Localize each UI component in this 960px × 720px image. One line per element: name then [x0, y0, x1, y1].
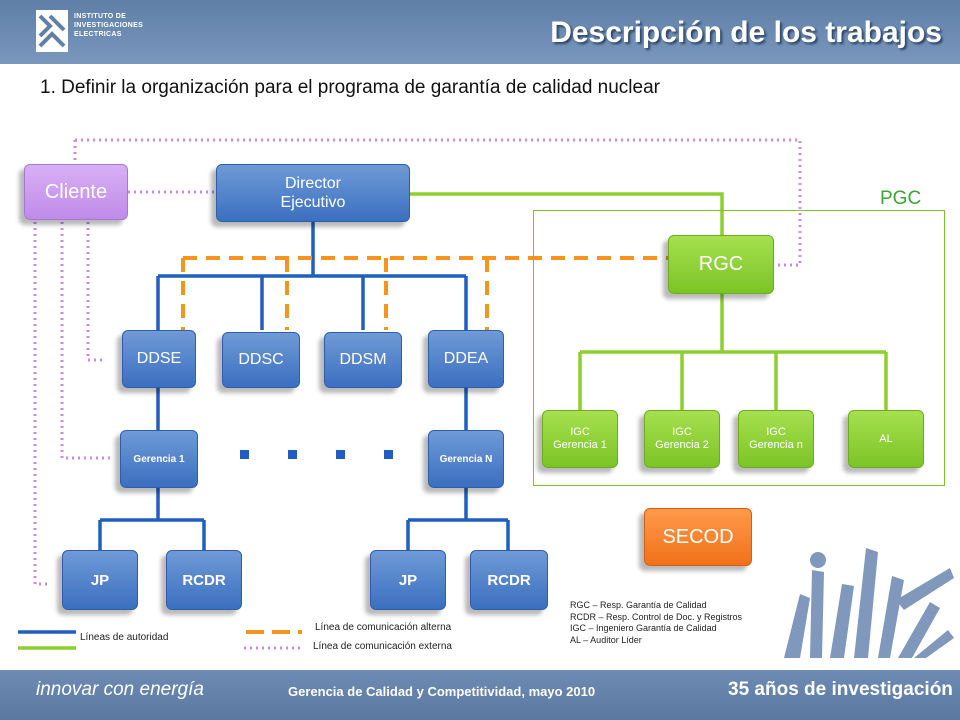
igc-gerencia-1-label-line2: Gerencia 1 [553, 439, 607, 451]
rgc-label: RGC [698, 253, 744, 275]
alternate-communication-lines [181, 256, 668, 330]
legend-external-label: Línea de comunicación externa [313, 641, 452, 652]
ellipsis-dots [240, 450, 393, 459]
igc-gerencia-2-node[interactable]: IGC Gerencia 2 [644, 410, 720, 468]
ddse-label: DDSE [136, 350, 182, 367]
secod-label: SECOD [662, 525, 734, 548]
igc-gerencia-n-label-line2: Gerencia n [749, 439, 803, 451]
authority-lines-green [410, 192, 888, 410]
gerencia-n-label: Gerencia N [439, 453, 493, 465]
igc-gerencia-2-label-line1: IGC [672, 426, 692, 438]
footer-anniversary: 35 años de investigación [728, 679, 953, 700]
director-ejecutivo-node[interactable]: Director Ejecutivo [216, 164, 410, 222]
igc-gerencia-n-label-line1: IGC [766, 426, 786, 438]
jp-right-label: JP [398, 571, 418, 589]
rcdr-left-label: RCDR [182, 571, 226, 589]
igc-gerencia-1-label-line1: IGC [570, 426, 590, 438]
ddea-node[interactable]: DDEA [428, 330, 504, 388]
jp-right-node[interactable]: JP [370, 550, 446, 610]
ddse-node[interactable]: DDSE [122, 330, 196, 388]
authority-lines-blue [98, 222, 510, 550]
jp-left-label: JP [90, 571, 110, 589]
gerencia-n-node[interactable]: Gerencia N [428, 430, 504, 488]
al-node[interactable]: AL [848, 410, 924, 468]
cliente-label: Cliente [44, 180, 108, 203]
logo-line-3: ELECTRICAS [74, 31, 122, 38]
abbreviation-item: RCDR – Resp. Control de Doc. y Registros [570, 611, 743, 622]
rgc-node[interactable]: RGC [668, 235, 774, 294]
pgc-label: PGC [880, 188, 922, 209]
secod-node[interactable]: SECOD [644, 508, 752, 566]
logo-mark-icon [36, 10, 68, 52]
ddsm-label: DDSM [339, 351, 387, 368]
logo-line-2: INVESTIGACIONES [74, 22, 144, 29]
rcdr-left-node[interactable]: RCDR [166, 550, 242, 610]
rcdr-right-label: RCDR [487, 571, 531, 589]
pgc-region [533, 210, 945, 486]
external-communication-lines [33, 138, 802, 586]
institute-logo: INSTITUTO DE INVESTIGACIONES ELECTRICAS [36, 10, 196, 54]
legend-authority-label: Líneas de autoridad [80, 632, 169, 643]
igc-gerencia-2-label-line2: Gerencia 2 [655, 439, 709, 451]
jp-left-node[interactable]: JP [62, 550, 138, 610]
abbreviations-list: RGC – Resp. Garantía de Calidad RCDR – R… [570, 600, 742, 646]
gerencia-1-node[interactable]: Gerencia 1 [120, 430, 198, 488]
footer-credit: Gerencia de Calidad y Competitividad, ma… [288, 684, 596, 699]
abbreviation-item: RGC – Resp. Garantía de Calidad [570, 600, 707, 610]
page-title: Descripción de los trabajos [550, 16, 942, 49]
igc-gerencia-1-node[interactable]: IGC Gerencia 1 [542, 410, 618, 468]
director-label-line2: Ejecutivo [280, 194, 346, 211]
ddea-label: DDEA [443, 350, 489, 367]
slide-subtitle: 1. Definir la organización para el progr… [40, 77, 660, 98]
igc-gerencia-n-node[interactable]: IGC Gerencia n [738, 410, 814, 468]
logo-line-1: INSTITUTO DE [74, 13, 127, 20]
header-bar [0, 0, 960, 64]
ddsm-node[interactable]: DDSM [324, 332, 402, 388]
legend-alternate-label: Línea de comunicación alterna [315, 622, 452, 633]
abbreviation-item: IGC – Ingeniero Garantía de Calidad [570, 623, 717, 633]
logo-text: INSTITUTO DE INVESTIGACIONES ELECTRICAS [74, 12, 143, 39]
legend-swatches [18, 630, 302, 650]
abbreviation-item: AL – Auditor Líder [570, 634, 642, 645]
rcdr-right-node[interactable]: RCDR [470, 550, 548, 610]
director-label-line1: Director [284, 175, 341, 192]
cliente-node[interactable]: Cliente [24, 164, 128, 220]
people-figures-icon [784, 548, 954, 658]
ddsc-node[interactable]: DDSC [222, 332, 300, 388]
footer-bar [0, 670, 960, 720]
footer-slogan: innovar con energía [36, 679, 204, 700]
ddsc-label: DDSC [238, 351, 284, 368]
gerencia-1-label: Gerencia 1 [133, 453, 185, 465]
al-label: AL [879, 433, 893, 445]
